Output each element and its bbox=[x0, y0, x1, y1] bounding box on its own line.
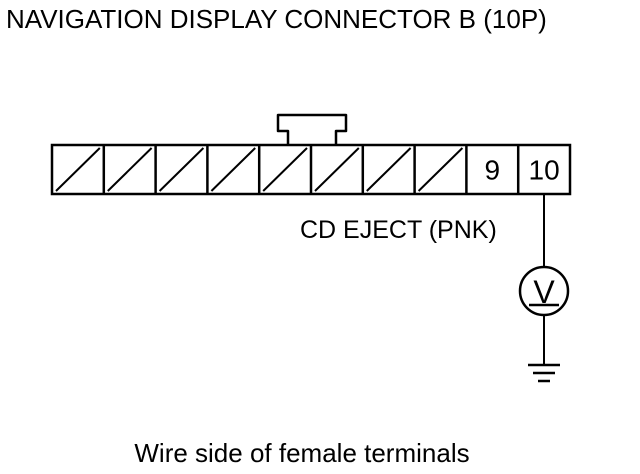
connector-lock-tab bbox=[276, 113, 348, 145]
connector-cavities: 9 10 bbox=[55, 145, 560, 194]
pin-label-9: 9 bbox=[485, 155, 501, 186]
unused-cavity-slash bbox=[107, 147, 153, 192]
unused-cavity-slash bbox=[314, 147, 360, 192]
unused-cavity-slash bbox=[210, 147, 256, 192]
unused-cavity-slash bbox=[417, 147, 464, 192]
unused-cavity-slash bbox=[366, 147, 412, 192]
diagram-title: NAVIGATION DISPLAY CONNECTOR B (10P) bbox=[6, 4, 547, 34]
meter-symbol: V bbox=[533, 274, 555, 310]
pin-label-10: 10 bbox=[529, 155, 560, 186]
wire-label: CD EJECT (PNK) bbox=[300, 216, 497, 244]
unused-cavity-slash bbox=[158, 147, 205, 192]
diagram-caption: Wire side of female terminals bbox=[134, 438, 469, 468]
voltmeter-icon: V bbox=[518, 265, 570, 317]
ground-symbol-icon bbox=[528, 363, 560, 383]
unused-cavity-slash bbox=[262, 147, 308, 192]
unused-cavity-slash bbox=[55, 147, 101, 192]
